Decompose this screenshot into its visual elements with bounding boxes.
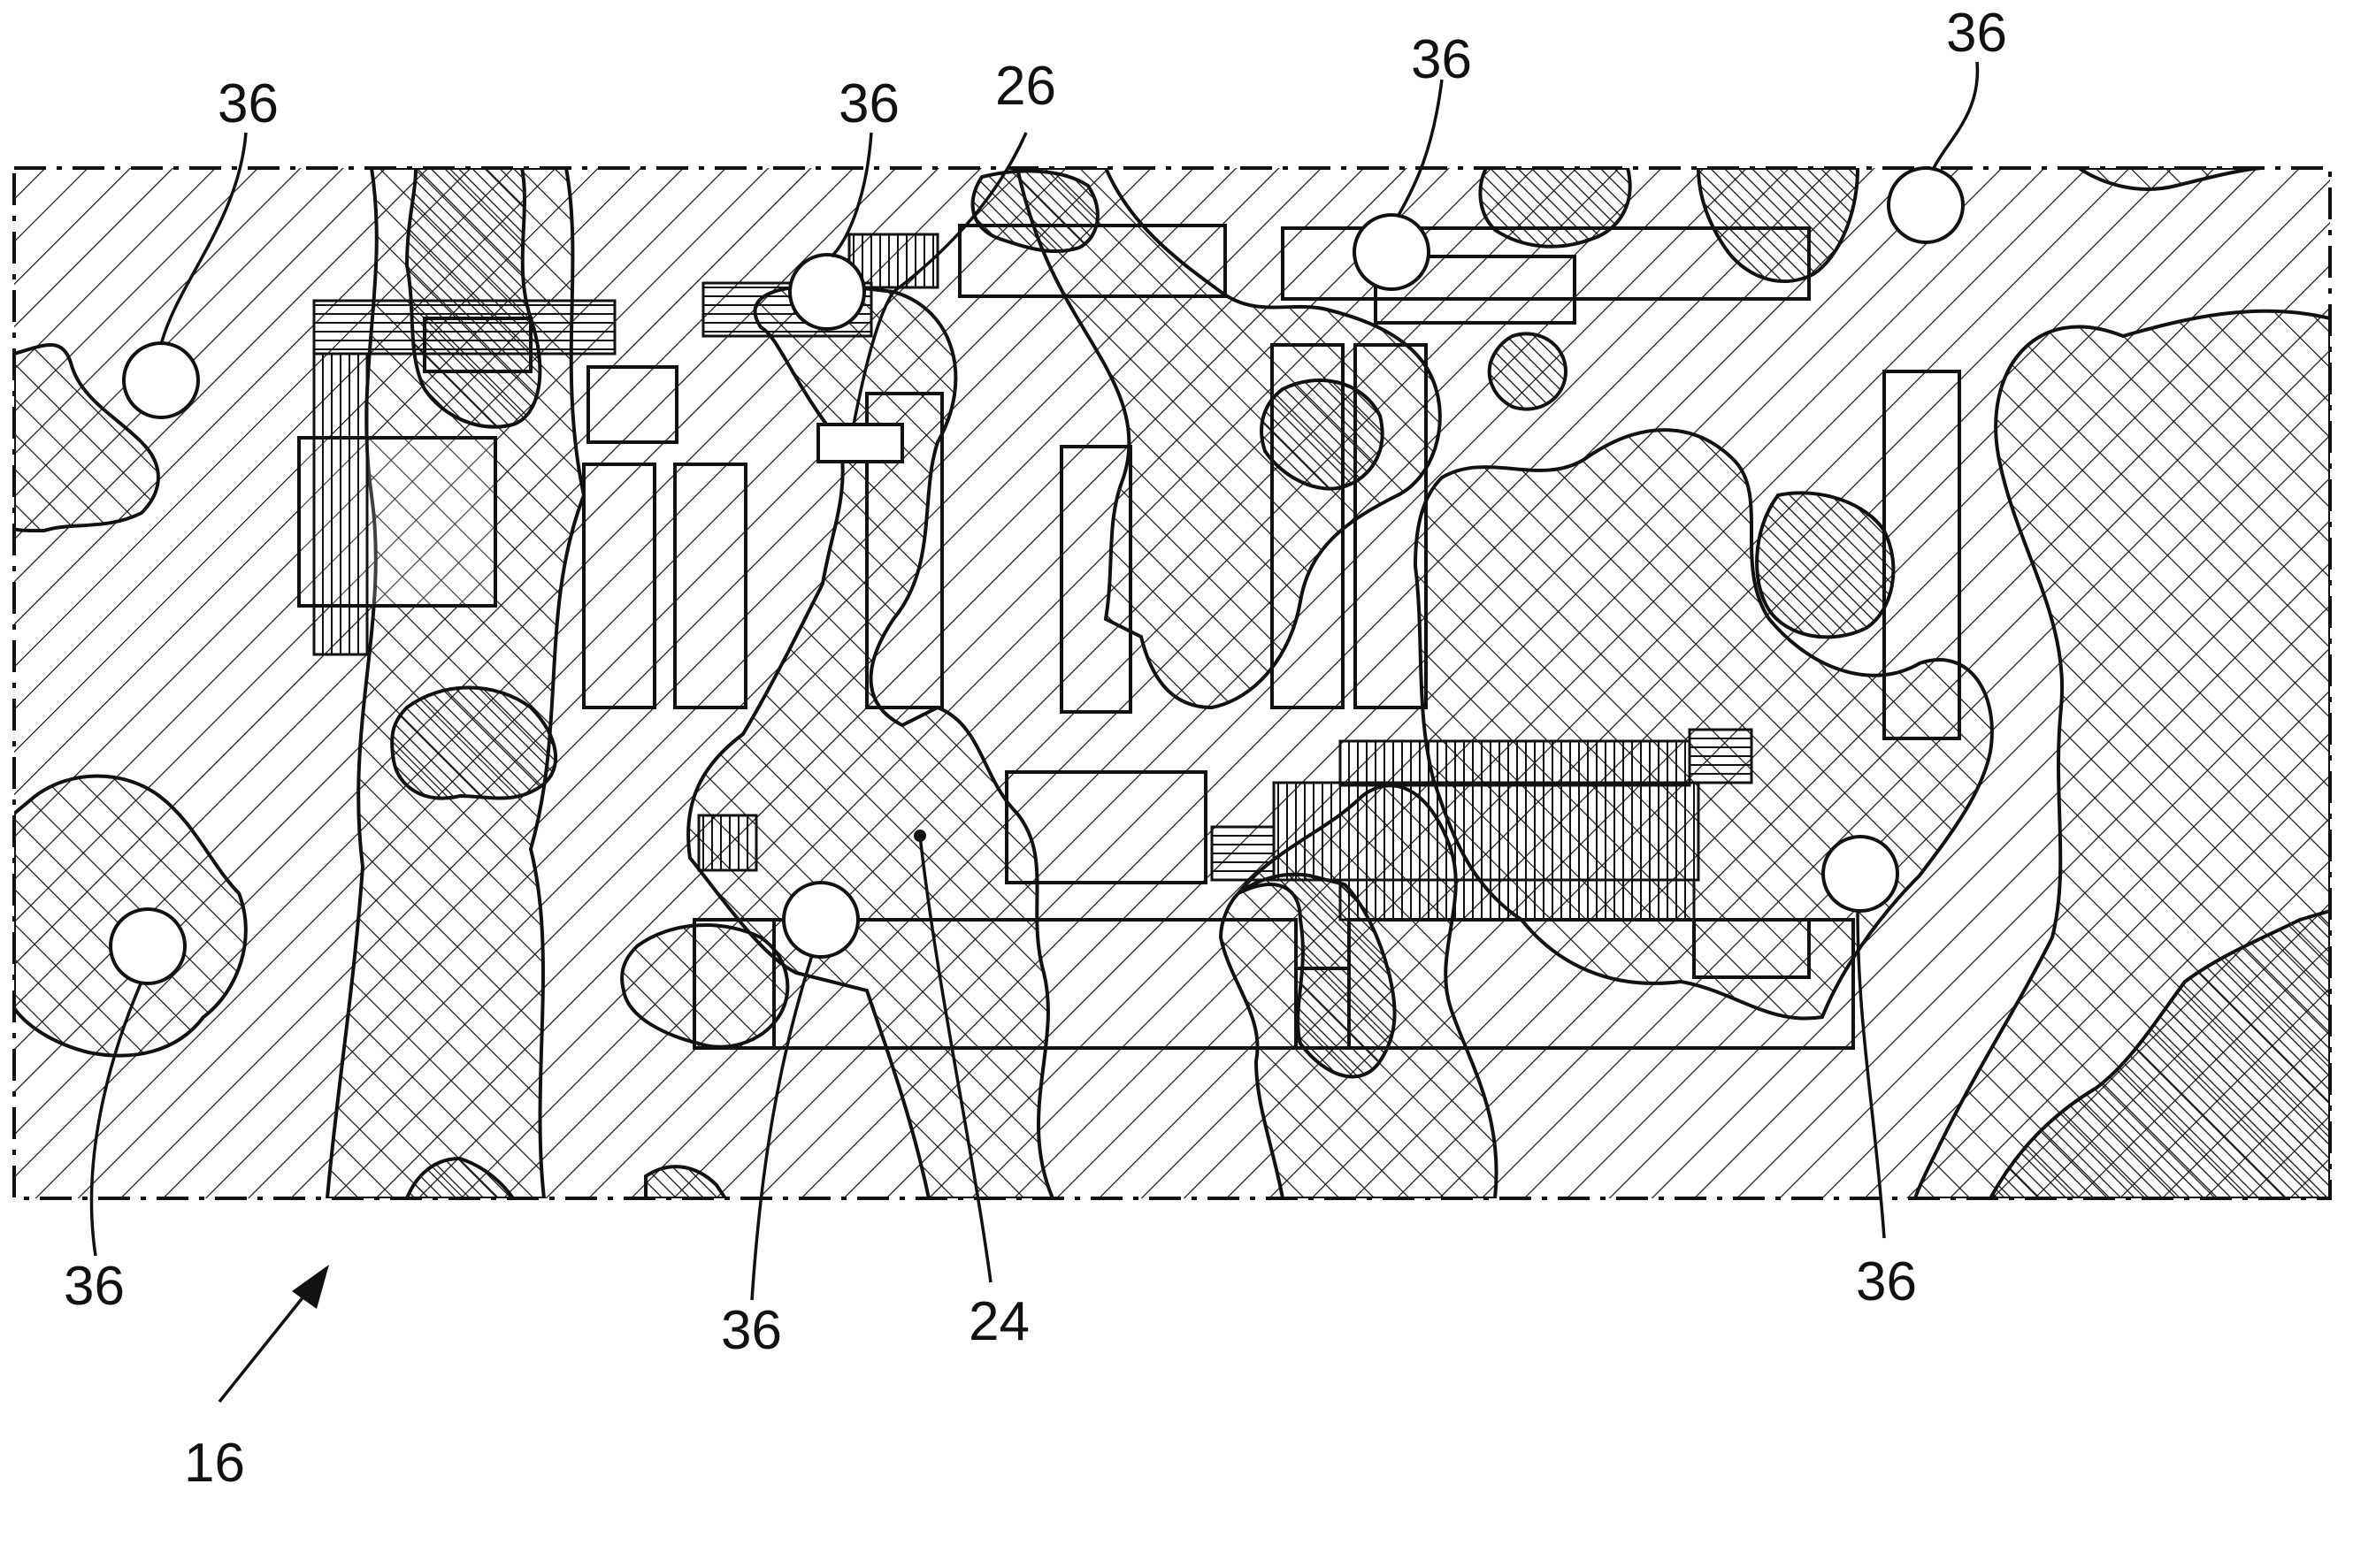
block-2 — [314, 301, 615, 354]
block-20 — [1212, 827, 1274, 880]
leader-36-f — [1933, 62, 1977, 170]
dark-grain-1 — [407, 168, 540, 427]
pore-3 — [790, 255, 864, 329]
pore-4 — [784, 883, 858, 957]
point-24 — [914, 830, 926, 842]
dark-grain-6 — [1490, 333, 1566, 409]
block-22 — [1340, 741, 1690, 785]
label-36-top-center: 36 — [839, 73, 900, 134]
label-36-bottom-right: 36 — [1856, 1251, 1917, 1312]
block-24 — [1340, 880, 1694, 920]
label-36-bottom-left: 36 — [64, 1256, 125, 1317]
pore-6 — [1889, 168, 1963, 242]
block-3 — [314, 354, 367, 654]
pore-1 — [124, 343, 198, 417]
label-36-bottom-center: 36 — [721, 1300, 782, 1361]
pore-7 — [1823, 837, 1897, 911]
block-30 — [699, 815, 756, 870]
label-36-top-mid-right: 36 — [1411, 29, 1472, 90]
label-36-top-left: 36 — [218, 73, 279, 134]
sample-area — [14, 168, 2330, 1198]
label-24: 24 — [969, 1291, 1030, 1352]
arrow-16-shaft — [219, 1282, 315, 1402]
label-16: 16 — [184, 1433, 245, 1494]
block-21 — [1274, 783, 1698, 880]
pore-2 — [111, 909, 185, 983]
label-26: 26 — [995, 56, 1056, 117]
block-23 — [1690, 730, 1751, 783]
block-12 — [818, 425, 902, 462]
label-36-top-right: 36 — [1946, 3, 2007, 64]
pore-5 — [1354, 215, 1429, 289]
